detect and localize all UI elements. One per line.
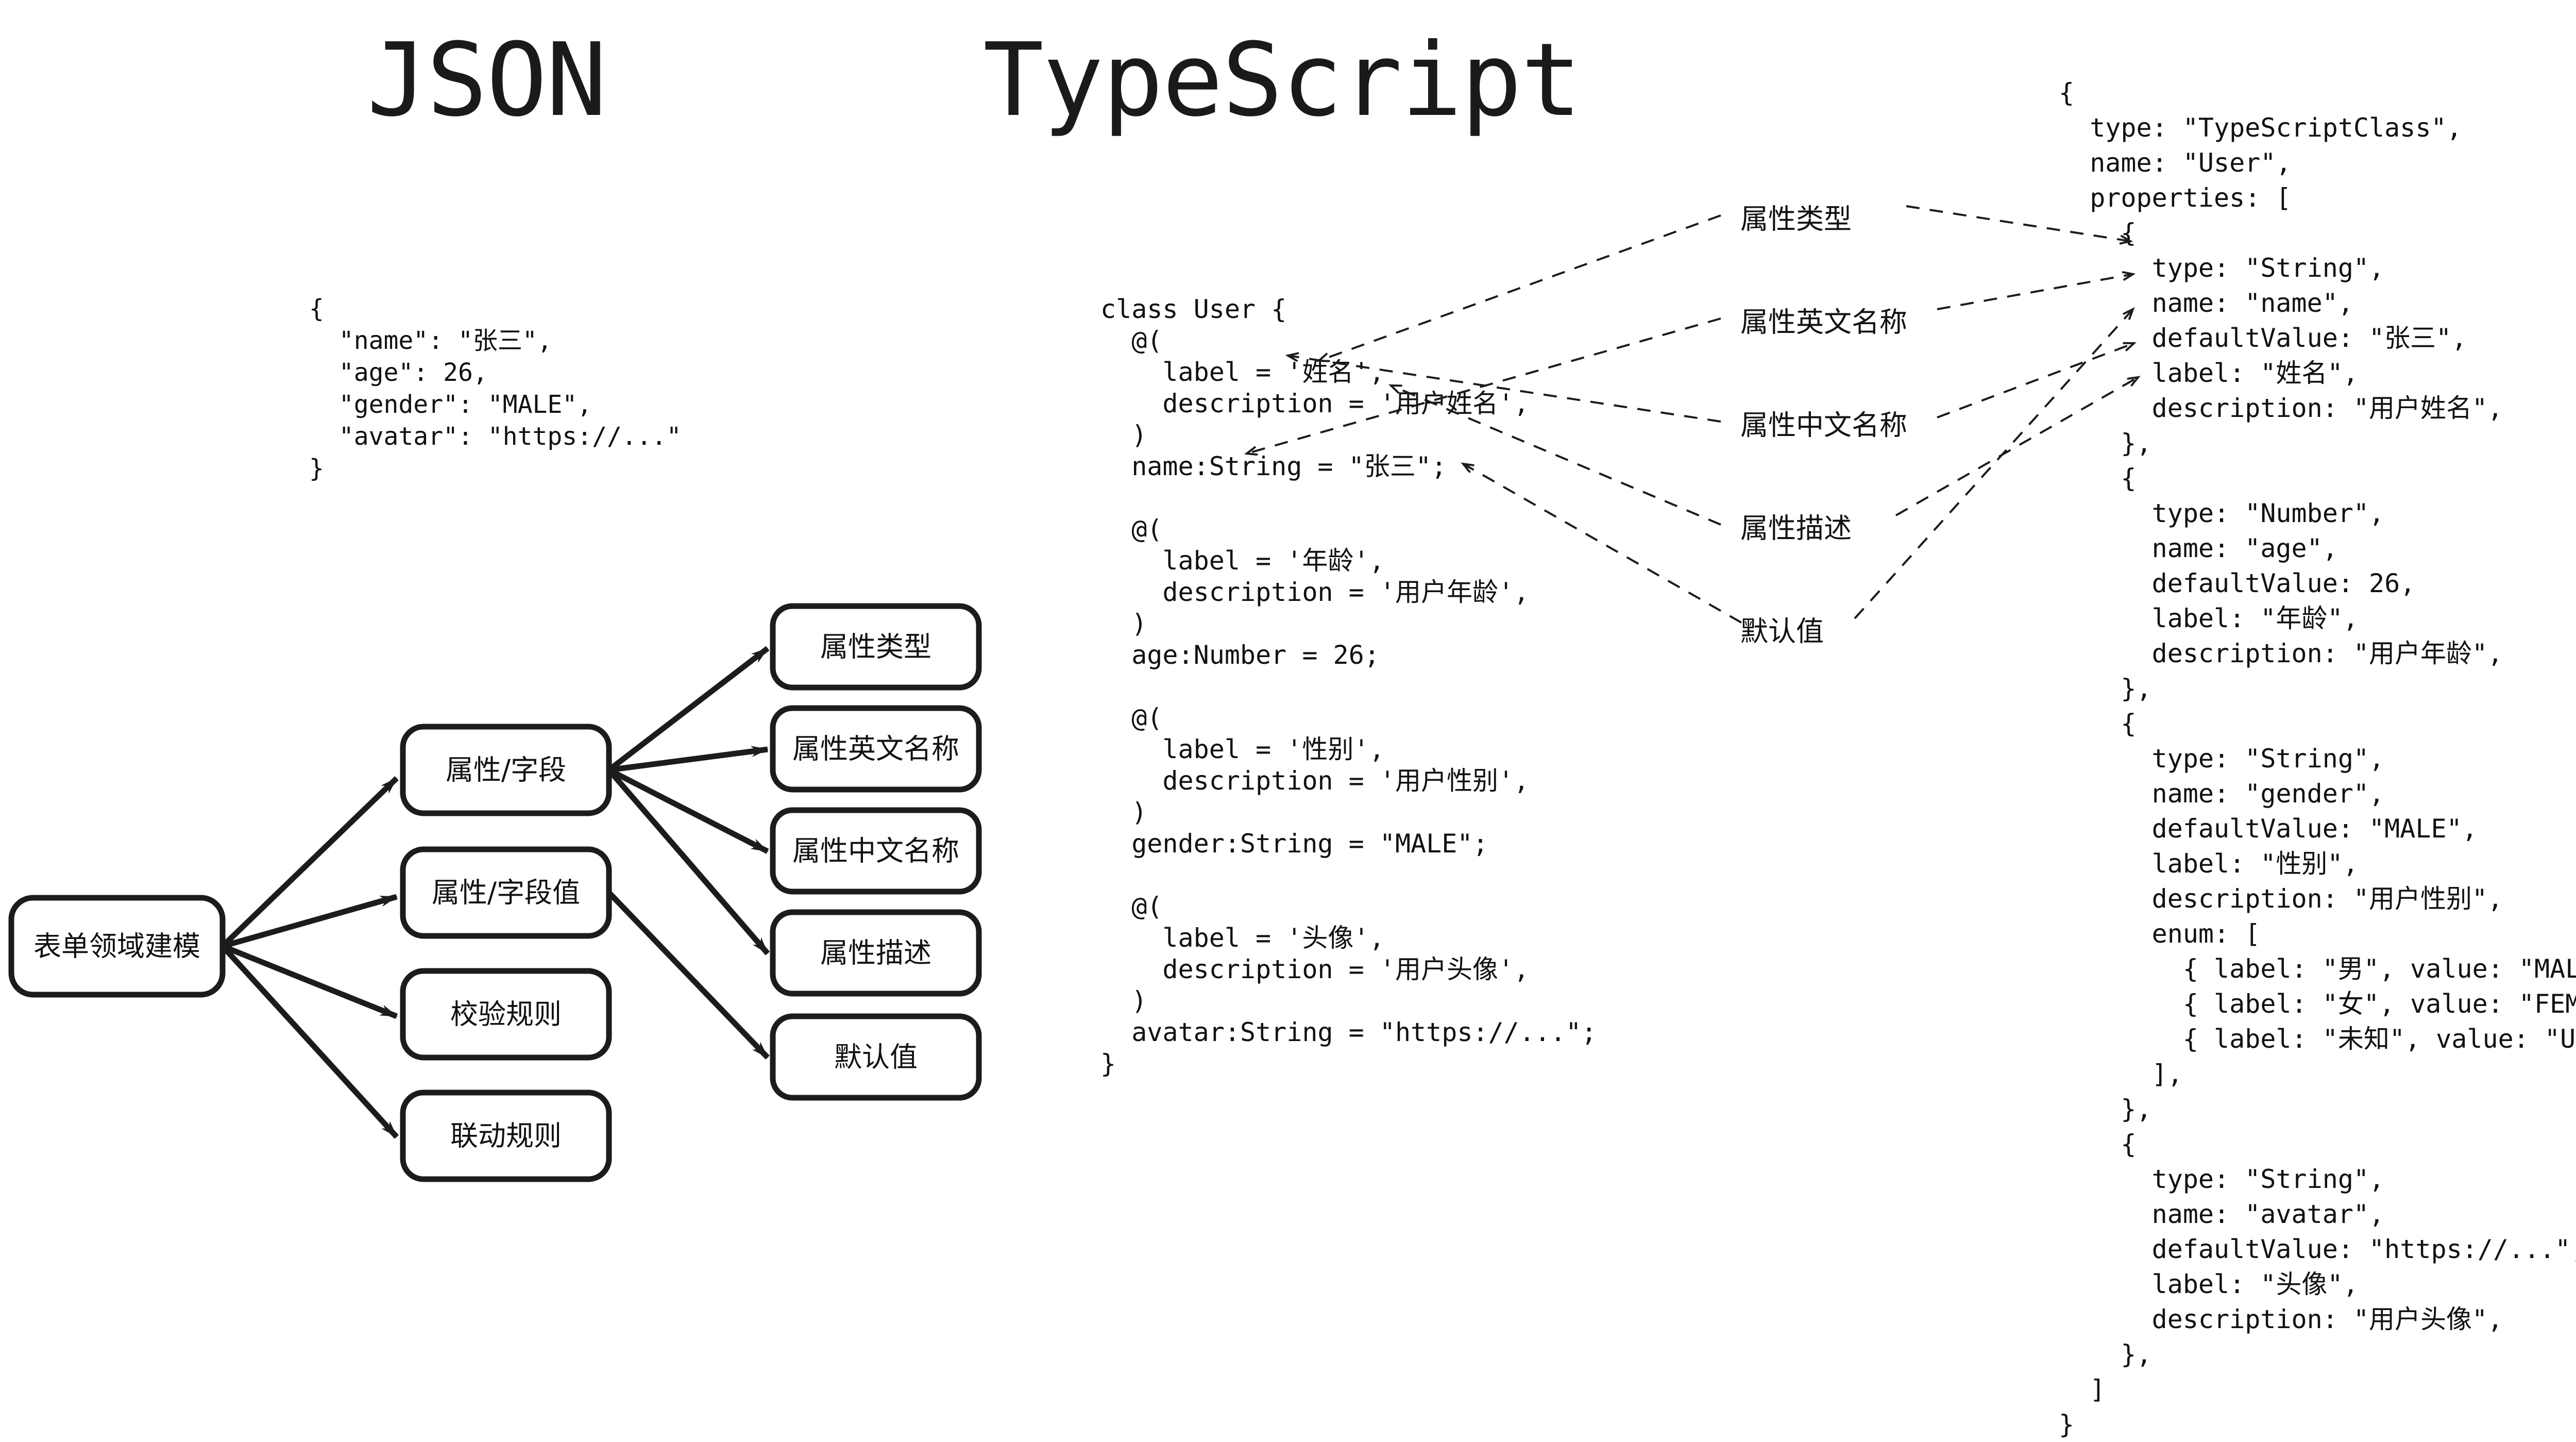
mid-label-attr-cn-name: 属性中文名称 <box>1740 409 1907 442</box>
tree-edges-attr-field-value <box>607 891 770 1060</box>
tree-node-attr-field-value[interactable]: 属性/字段值 <box>400 846 612 939</box>
tree-node-linkage-rule-box[interactable] <box>400 1089 612 1182</box>
diagram-canvas: JSON TypeScript { "name": "张三", "age": 2… <box>8 22 2576 1439</box>
tree-node-attr-field-value-box[interactable] <box>400 846 612 939</box>
tree-node-root[interactable]: 表单领域建模 <box>8 895 226 998</box>
tree-edges-root <box>220 776 399 1139</box>
tree-node-attr-en-name-label: 属性英文名称 <box>792 733 959 765</box>
tree-node-attr-cn-name-label: 属性中文名称 <box>792 835 959 867</box>
tree-node-validation-rule-label: 校验规则 <box>450 998 562 1031</box>
mid-label-attr-type: 属性类型 <box>1740 203 1852 236</box>
tree-node-attr-field-label: 属性/字段 <box>446 754 566 786</box>
tree-node-default-value-box[interactable] <box>770 1013 982 1101</box>
tree-node-default-value-label: 默认值 <box>834 1041 918 1074</box>
json-sample-code-block: { "name": "张三", "age": 26, "gender": "MA… <box>309 294 682 483</box>
tree-node-attr-type-label: 属性类型 <box>820 631 931 663</box>
tree-node-default-value[interactable]: 默认值 <box>770 1013 982 1101</box>
tree-node-attr-description[interactable]: 属性描述 <box>770 909 982 997</box>
tree-node-root-box[interactable] <box>8 895 226 998</box>
mid-label-default-value: 默认值 <box>1740 615 1824 648</box>
tree-node-linkage-rule[interactable]: 联动规则 <box>400 1089 612 1182</box>
tree-node-attr-field-box[interactable] <box>400 724 612 816</box>
tree-node-attr-cn-name-box[interactable] <box>770 807 982 895</box>
typescript-class-json-schema-code-block: { type: "TypeScriptClass", name: "User",… <box>2059 78 2576 1439</box>
tree-node-validation-rule[interactable]: 校验规则 <box>400 968 612 1061</box>
tree-node-attr-en-name[interactable]: 属性英文名称 <box>770 705 982 793</box>
tree-node-validation-rule-box[interactable] <box>400 968 612 1061</box>
page-title-json: JSON <box>367 22 607 139</box>
page-title-typescript: TypeScript <box>983 22 1582 139</box>
tree-node-attr-description-label: 属性描述 <box>820 937 931 969</box>
tree-node-attr-field[interactable]: 属性/字段 <box>400 724 612 816</box>
tree-edges-attr-field <box>606 646 770 955</box>
tree-node-attr-field-value-label: 属性/字段值 <box>432 877 580 909</box>
typescript-class-code-block: class User { @( label = '姓名', descriptio… <box>1100 294 1597 1079</box>
tree-node-linkage-rule-label: 联动规则 <box>450 1120 562 1152</box>
tree-node-attr-en-name-box[interactable] <box>770 705 982 793</box>
tree-node-attr-type-box[interactable] <box>770 603 982 691</box>
mid-label-attr-en-name: 属性英文名称 <box>1740 306 1907 339</box>
mid-label-attr-description: 属性描述 <box>1740 512 1852 545</box>
tree-node-root-label: 表单领域建模 <box>33 930 200 963</box>
tree-node-attr-description-box[interactable] <box>770 909 982 997</box>
tree-node-attr-cn-name[interactable]: 属性中文名称 <box>770 807 982 895</box>
tree-node-attr-type[interactable]: 属性类型 <box>770 603 982 691</box>
